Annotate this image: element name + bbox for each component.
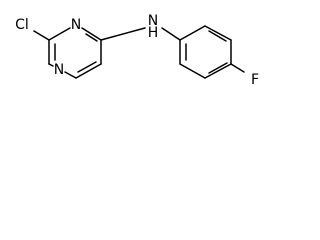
atom-amine-nitrogen-label: N	[148, 13, 158, 29]
double-bond-inner-top	[85, 33, 98, 42]
bond-c6-n1	[64, 71, 77, 79]
double-bond-inner-bottom	[77, 61, 97, 73]
bond-aryl-5	[204, 25, 232, 41]
atom-ring-nitrogen-top-label: N	[71, 17, 81, 33]
bond-aryl-6	[179, 25, 206, 41]
bond-c5-c6	[75, 63, 102, 79]
atom-fluorine-label: F	[251, 72, 259, 88]
bond-c4-nh	[100, 27, 146, 41]
bond-aryl-2	[179, 63, 206, 79]
aryl-double-inner-top	[208, 30, 227, 42]
bond-aryl-3	[204, 63, 232, 79]
bond-aryl-f	[230, 63, 245, 73]
aryl-double-inner-bottom	[208, 62, 228, 74]
atom-amine-hydrogen-label: H	[148, 25, 159, 41]
bond-c2-cl	[33, 30, 50, 41]
bond-nh-aryl	[161, 27, 181, 41]
molecule-diagram: Cl N N N H F	[15, 13, 259, 88]
bond-n3-c4	[81, 27, 102, 41]
bond-lines	[33, 25, 245, 79]
chemical-structure-canvas: Cl N N N H F	[0, 0, 298, 108]
bond-c2-n3	[48, 27, 71, 41]
atom-chlorine-label: Cl	[15, 17, 29, 33]
atom-ring-nitrogen-bottom-label: N	[54, 62, 64, 78]
